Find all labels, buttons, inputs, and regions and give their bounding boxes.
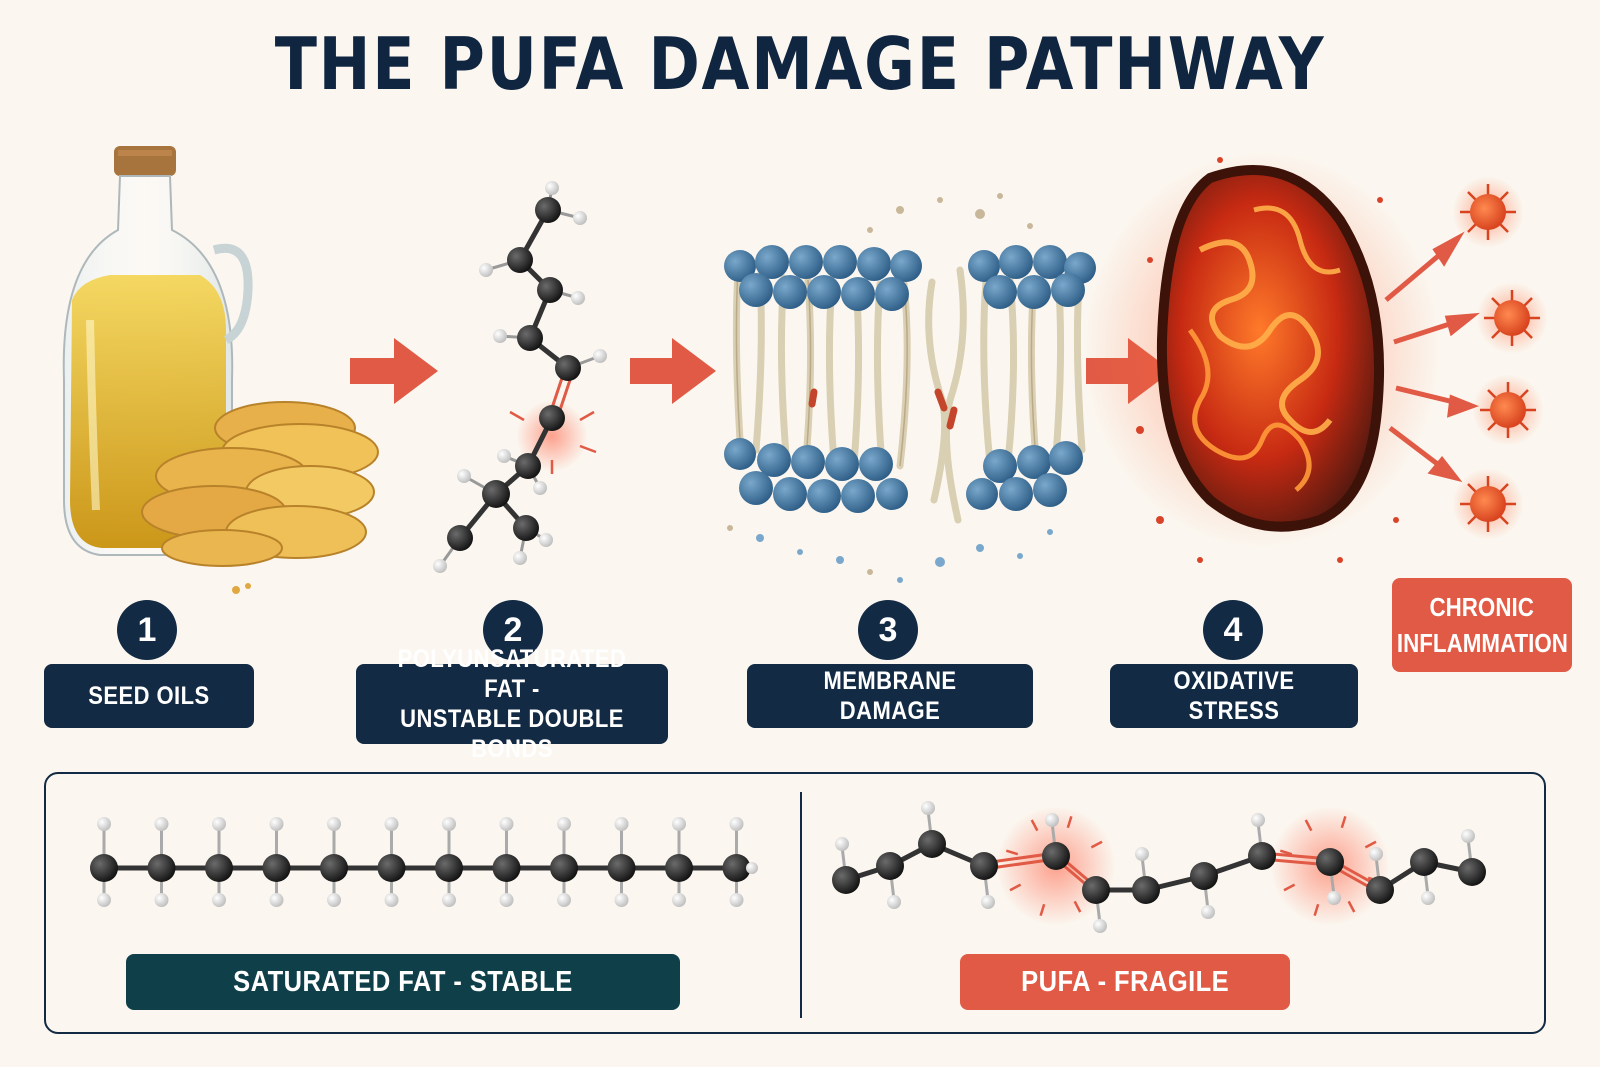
arrow-1-icon [350,338,438,404]
carbon-atom [665,854,693,882]
saturated-fat-label: SATURATED FAT - STABLE [126,954,680,1010]
hydrogen-atom [442,893,456,907]
hydrogen-atom [672,817,686,831]
step-3-label: MEMBRANE DAMAGE [747,664,1033,728]
hydrogen-atom [1327,891,1341,905]
hydrogen-atom [499,893,514,907]
pufa-molecule-illustration [433,181,607,573]
carbon-atom [970,852,998,880]
carbon-atom [90,854,118,882]
carbon-atom [147,854,176,882]
hydrogen-atom [97,817,111,831]
hydrogen-atom [442,817,456,831]
hydrogen-atom [384,893,399,907]
carbon-atom [607,854,636,882]
hydrogen-atom [614,893,629,907]
step-3-label-text: MEMBRANE DAMAGE [823,667,957,725]
step-1-label: SEED OILS [44,664,254,728]
step-3-number: 3 [858,600,918,660]
comparison-divider [800,792,802,1018]
step-4-number: 4 [1203,600,1263,660]
hydrogen-atom [1461,829,1475,843]
step-4-label: OXIDATIVE STRESS [1110,664,1358,728]
carbon-atom [320,854,348,882]
hydrogen-atom [154,817,169,831]
hydrogen-atom [672,893,686,907]
hydrogen-atom [921,801,935,815]
hydrogen-atom [212,893,226,907]
carbon-atom [722,854,751,882]
arrow-2-icon [630,338,716,404]
saturated-fat-chain-illustration [90,817,758,907]
chronic-inflammation-line2: INFLAMMATION [1396,628,1568,658]
step-2-label-line1: POLYUNSATURATED FAT - [397,645,627,703]
hydrogen-atom [1093,919,1107,933]
hydrogen-atom [1251,813,1265,827]
saturated-fat-label-text: SATURATED FAT - STABLE [233,965,573,998]
step-4-label-text: OXIDATIVE STRESS [1173,667,1295,725]
carbon-atom [832,866,860,894]
hydrogen-atom [1201,905,1215,919]
hydrogen-atom [729,817,744,831]
carbon-atom [377,854,406,882]
carbon-atom [1132,876,1160,904]
carbon-atom [262,854,291,882]
hydrogen-atom [327,817,341,831]
carbon-atom [1042,842,1070,870]
hydrogen-atom [269,817,284,831]
hydrogen-atom [212,817,226,831]
carbon-atom [1458,858,1486,886]
hydrogen-atom [557,893,571,907]
carbon-atom [1248,842,1276,870]
hydrogen-atom [746,862,758,874]
comparison-panel [44,772,1546,1034]
hydrogen-atom [327,893,341,907]
hydrogen-atom [981,895,995,909]
step-2-number: 2 [483,600,543,660]
carbon-atom [205,854,233,882]
carbon-atom [1410,848,1438,876]
hydrogen-atom [614,817,629,831]
pufa-fragile-label-text: PUFA - FRAGILE [1021,965,1229,998]
hydrogen-atom [835,837,849,851]
hydrogen-atom [729,893,744,907]
chronic-inflammation-label: CHRONIC INFLAMMATION [1392,578,1572,672]
chronic-inflammation-line1: CHRONIC [1429,592,1535,622]
inflammation-cells-icon [1452,176,1548,540]
step-1-number: 1 [117,600,177,660]
carbon-atom [876,852,904,880]
mitochondrion-illustration [1082,150,1442,563]
hydrogen-atom [384,817,399,831]
hydrogen-atom [1369,847,1383,861]
hydrogen-atom [887,895,901,909]
hydrogen-atom [1135,847,1149,861]
carbon-atom [1316,848,1344,876]
page-title: THE PUFA DAMAGE PATHWAY [274,22,1326,106]
carbon-atom [1082,876,1110,904]
hydrogen-atom [1045,813,1059,827]
potato-chips-illustration [141,401,379,594]
inflammation-arrows [1384,231,1480,483]
step-2-label: POLYUNSATURATED FAT - UNSTABLE DOUBLE BO… [356,645,668,763]
carbon-atom [492,854,521,882]
cell-membrane-illustration [724,193,1096,583]
hydrogen-atom [97,893,111,907]
carbon-atom [918,830,946,858]
carbon-atom [435,854,463,882]
step-1-label-text: SEED OILS [88,682,210,710]
carbon-atom [1190,862,1218,890]
hydrogen-atom [154,893,169,907]
hydrogen-atom [499,817,514,831]
carbon-atom [1366,876,1394,904]
pufa-chain-illustration [832,801,1486,933]
step-2-label-line2: UNSTABLE DOUBLE BONDS [400,705,624,763]
pufa-fragile-label: PUFA - FRAGILE [960,954,1290,1010]
carbon-atom [550,854,578,882]
hydrogen-atom [1421,891,1435,905]
hydrogen-atom [557,817,571,831]
hydrogen-atom [269,893,284,907]
